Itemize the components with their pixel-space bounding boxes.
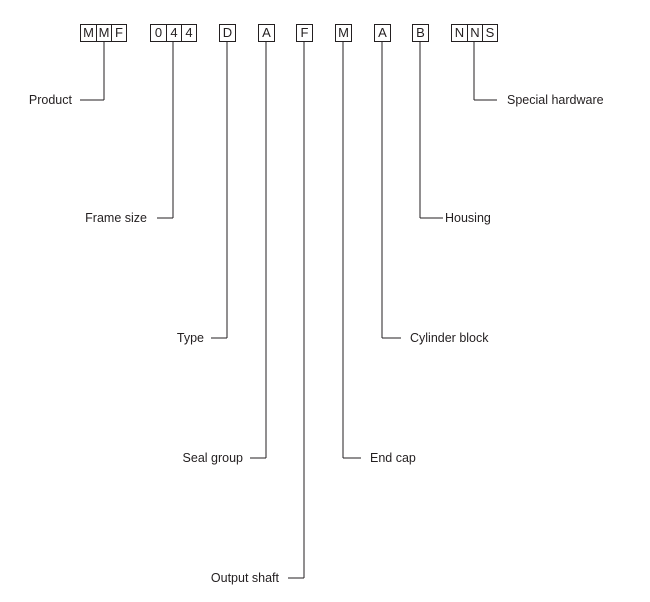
- code-box-seal-group: A: [258, 24, 275, 42]
- code-box-type: D: [219, 24, 236, 42]
- label-special-hardware: Special hardware: [507, 93, 604, 107]
- code-box-product: M M F: [80, 24, 127, 42]
- code-char: N: [467, 25, 482, 41]
- code-char: 0: [154, 25, 163, 40]
- code-char: M: [83, 25, 94, 40]
- code-box-frame-size: 0 4 4: [150, 24, 197, 42]
- code-box-output-shaft: F: [296, 24, 313, 42]
- code-box-cylinder-block: A: [374, 24, 391, 42]
- code-box-special-hardware: N N S: [451, 24, 498, 42]
- code-char: N: [454, 25, 465, 40]
- label-product: Product: [28, 93, 72, 107]
- code-char: 4: [181, 25, 196, 41]
- code-char: M: [338, 25, 349, 40]
- code-char: M: [96, 25, 111, 41]
- code-box-end-cap: M: [335, 24, 352, 42]
- code-char: F: [300, 25, 309, 40]
- code-char: A: [262, 25, 271, 40]
- label-cylinder-block: Cylinder block: [410, 331, 489, 345]
- label-output-shaft: Output shaft: [210, 571, 279, 585]
- label-type: Type: [176, 331, 204, 345]
- code-char: F: [111, 25, 126, 41]
- code-char: B: [416, 25, 425, 40]
- label-end-cap: End cap: [370, 451, 416, 465]
- code-char: 4: [166, 25, 181, 41]
- code-char: D: [222, 25, 233, 40]
- label-seal-group: Seal group: [182, 451, 243, 465]
- code-char: A: [378, 25, 387, 40]
- label-housing: Housing: [445, 211, 491, 225]
- label-frame-size: Frame size: [85, 211, 147, 225]
- code-char: S: [482, 25, 497, 41]
- code-box-housing: B: [412, 24, 429, 42]
